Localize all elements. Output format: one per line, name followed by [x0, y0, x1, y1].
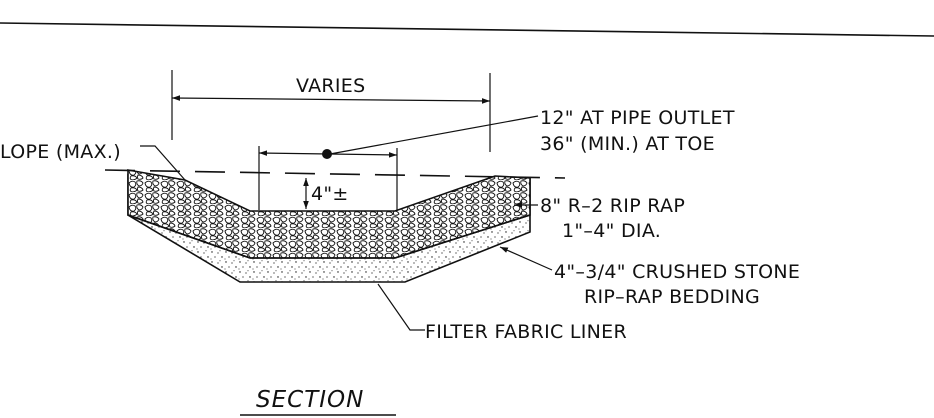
- stone-label-1: 4"–3/4" CRUSHED STONE: [554, 261, 800, 283]
- riprap-bottom-edge-3: [394, 214, 531, 259]
- stone-label-2: RIP–RAP BEDDING: [584, 286, 760, 308]
- stone-leader: [499, 246, 553, 271]
- section-title: SECTION: [256, 387, 364, 413]
- pipe-center-dot: [322, 149, 332, 159]
- riprap-label-1: 8" R–2 RIP RAP: [540, 195, 685, 217]
- riprap-bottom-edge: [127, 214, 251, 259]
- pipe-outlet-leader: [329, 115, 539, 155]
- varies-dimension-line: [171, 95, 491, 104]
- fabric-label: FILTER FABRIC LINER: [425, 321, 627, 343]
- slope-leader: [140, 145, 186, 181]
- fabric-leader: [377, 283, 425, 331]
- grade-dashed-line: [104, 169, 566, 179]
- depth-label: 4"±: [311, 183, 349, 205]
- slope-label: LOPE (MAX.): [0, 141, 121, 163]
- varies-label: VARIES: [296, 75, 365, 97]
- top-border-line: [0, 22, 934, 37]
- at-toe-label: 36" (MIN.) AT TOE: [540, 133, 715, 155]
- riprap-label-2: 1"–4" DIA.: [562, 220, 661, 242]
- pipe-outlet-label: 12" AT PIPE OUTLET: [540, 107, 735, 129]
